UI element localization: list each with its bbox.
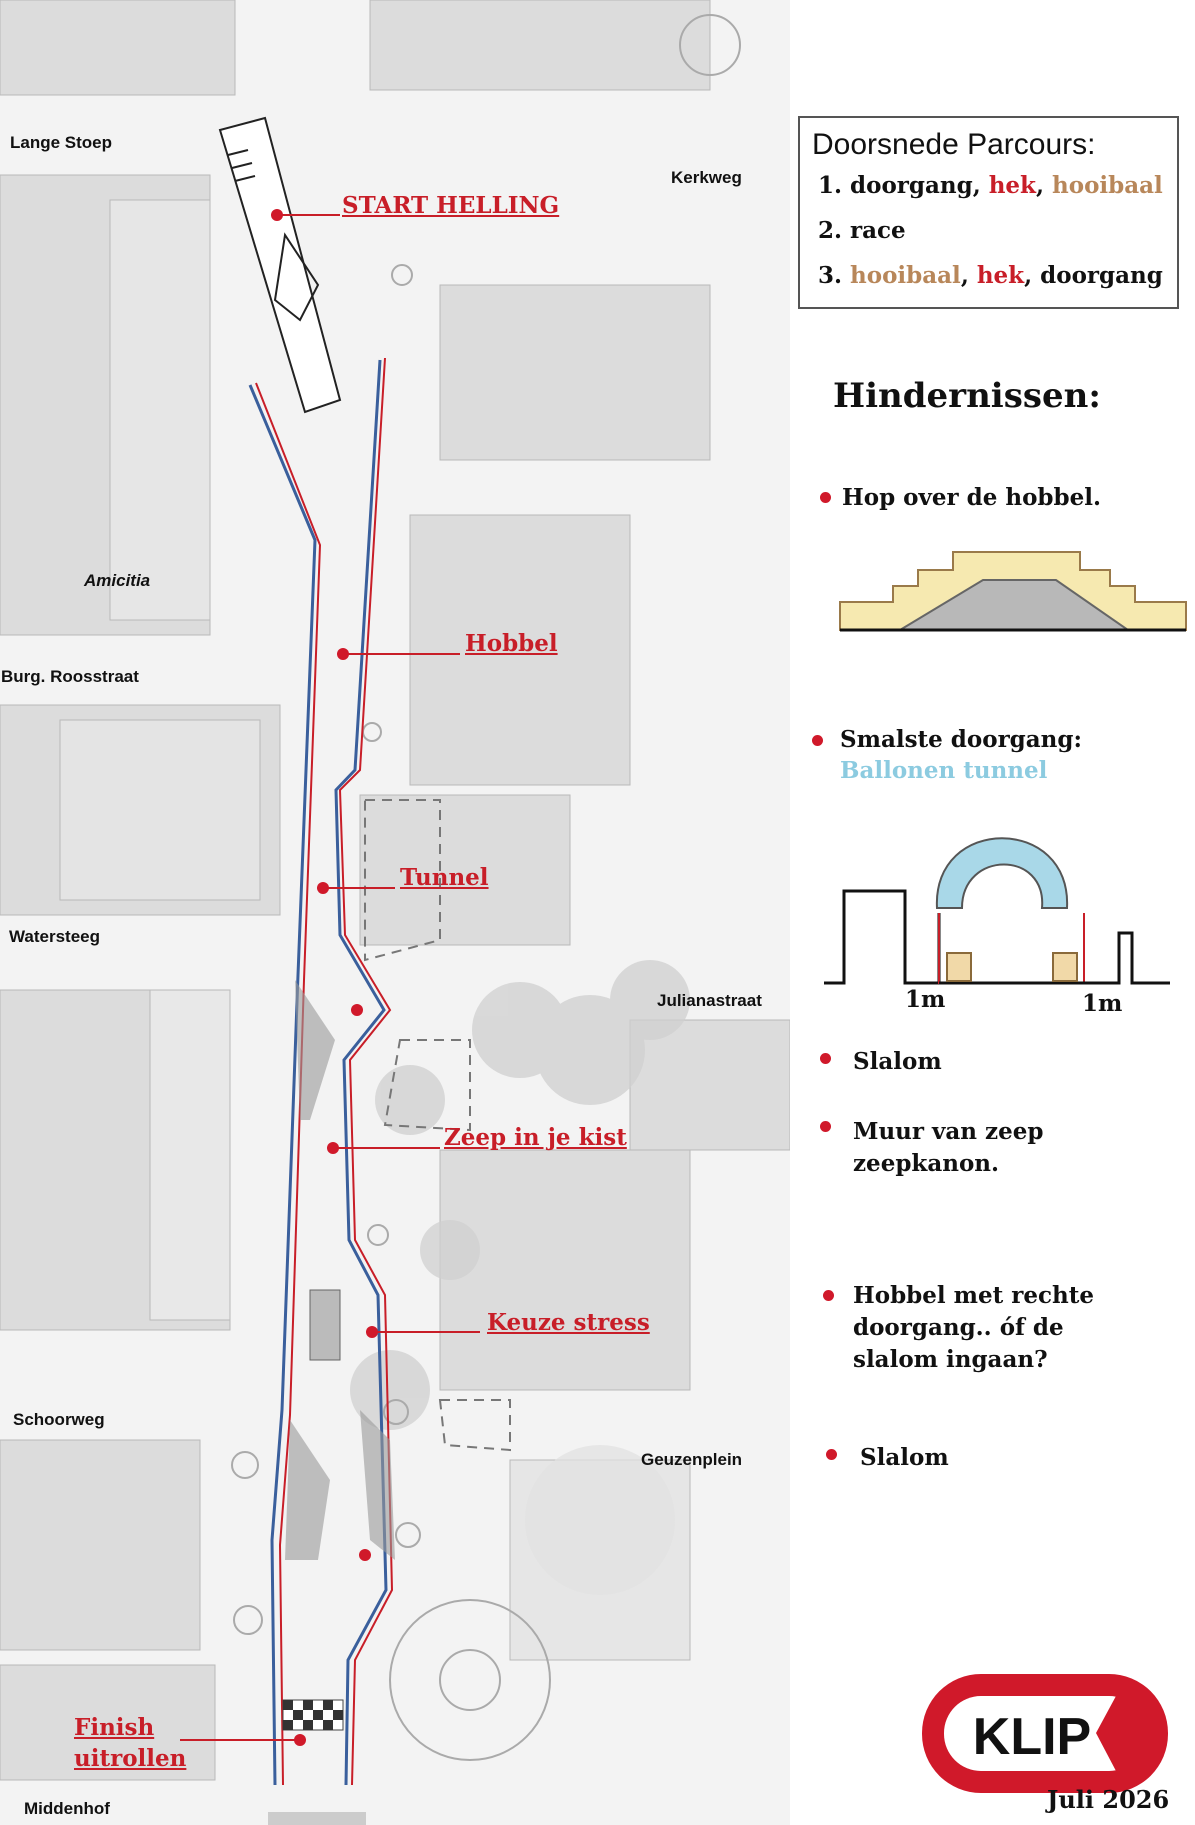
legend-hooibaal: hooibaal — [850, 262, 961, 289]
legend-line-3-tail: , doorgang — [1024, 262, 1163, 289]
obstacle-muur-line1: Muur van zeep — [853, 1118, 1044, 1145]
date-label: Juli 2026 — [1047, 1785, 1170, 1814]
obstacle-doorgang: Smalste doorgang: — [840, 726, 1082, 753]
legend-line-3-num: 3. — [818, 262, 851, 289]
label-keuze-stress: Keuze stress — [487, 1309, 650, 1336]
obstacle-slalom-1: Slalom — [853, 1048, 942, 1075]
legend-hooibaal: hooibaal — [1052, 172, 1163, 199]
bullet-dot — [820, 1053, 831, 1064]
legend-hek: hek — [976, 262, 1025, 289]
label-tunnel: Tunnel — [400, 864, 489, 891]
legend-hek: hek — [988, 172, 1036, 199]
obstacle-keuze-line1: Hobbel met rechte — [853, 1282, 1094, 1309]
hobbel-diagram — [839, 551, 1187, 632]
legend-sep: , — [1036, 172, 1053, 199]
street-label-amicitia: Amicitia — [84, 571, 151, 590]
label-finish-line2: uitrollen — [74, 1745, 187, 1772]
bullet-dot — [826, 1449, 837, 1460]
obstacle-ballonen-tunnel: Ballonen tunnel — [840, 757, 1048, 784]
label-finish-line1: Finish — [74, 1714, 155, 1741]
legend-line-1-text: 1. doorgang, — [818, 172, 989, 199]
cross-section-legend: Doorsnede Parcours: 1. doorgang, hek, ho… — [798, 116, 1179, 309]
street-label-middenhof: Middenhof — [24, 1799, 110, 1818]
street-label-burg-roosstraat: Burg. Roosstraat — [1, 667, 139, 686]
klip-logo: KLIP — [922, 1674, 1168, 1793]
street-label-julianastraat: Julianastraat — [657, 991, 762, 1010]
logo-text: KLIP — [973, 1708, 1091, 1766]
obstacle-keuze-line3: slalom ingaan? — [853, 1346, 1048, 1373]
label-start-helling: START HELLING — [342, 192, 560, 219]
legend-line-1: 1. doorgang, hek, hooibaal — [818, 172, 1163, 199]
label-finish: Finish uitrollen — [74, 1712, 186, 1774]
street-label-geuzenplein: Geuzenplein — [641, 1450, 743, 1469]
obstacle-muur-line2: zeepkanon. — [853, 1150, 1000, 1177]
obstacle-hobbel: Hop over de hobbel. — [842, 484, 1101, 511]
bullet-dot — [820, 492, 831, 503]
obstacles-title: Hindernissen: — [833, 376, 1101, 416]
dimension-right: 1m — [1082, 990, 1123, 1017]
tunnel-diagram — [824, 837, 1170, 985]
bullet-dot — [812, 735, 823, 746]
street-label-lange-stoep: Lange Stoep — [10, 133, 113, 152]
bullet-dot — [820, 1121, 831, 1132]
legend-sep: , — [960, 262, 977, 289]
legend-title: Doorsnede Parcours: — [812, 128, 1096, 161]
street-label-kerkweg: Kerkweg — [671, 168, 742, 187]
legend-line-2: 2. race — [818, 217, 906, 244]
street-label-schoorweg: Schoorweg — [13, 1410, 105, 1429]
legend-line-3: 3. hooibaal, hek, doorgang — [818, 262, 1163, 289]
bullet-dot — [823, 1290, 834, 1301]
street-label-watersteeg: Watersteeg — [9, 927, 101, 946]
obstacle-slalom-2: Slalom — [860, 1444, 949, 1471]
label-hobbel: Hobbel — [465, 630, 558, 657]
label-zeep-in-je-kist: Zeep in je kist — [444, 1124, 627, 1151]
dimension-left: 1m — [905, 986, 946, 1013]
obstacle-keuze-line2: doorgang.. óf de — [853, 1314, 1064, 1341]
route-map — [0, 0, 790, 1825]
